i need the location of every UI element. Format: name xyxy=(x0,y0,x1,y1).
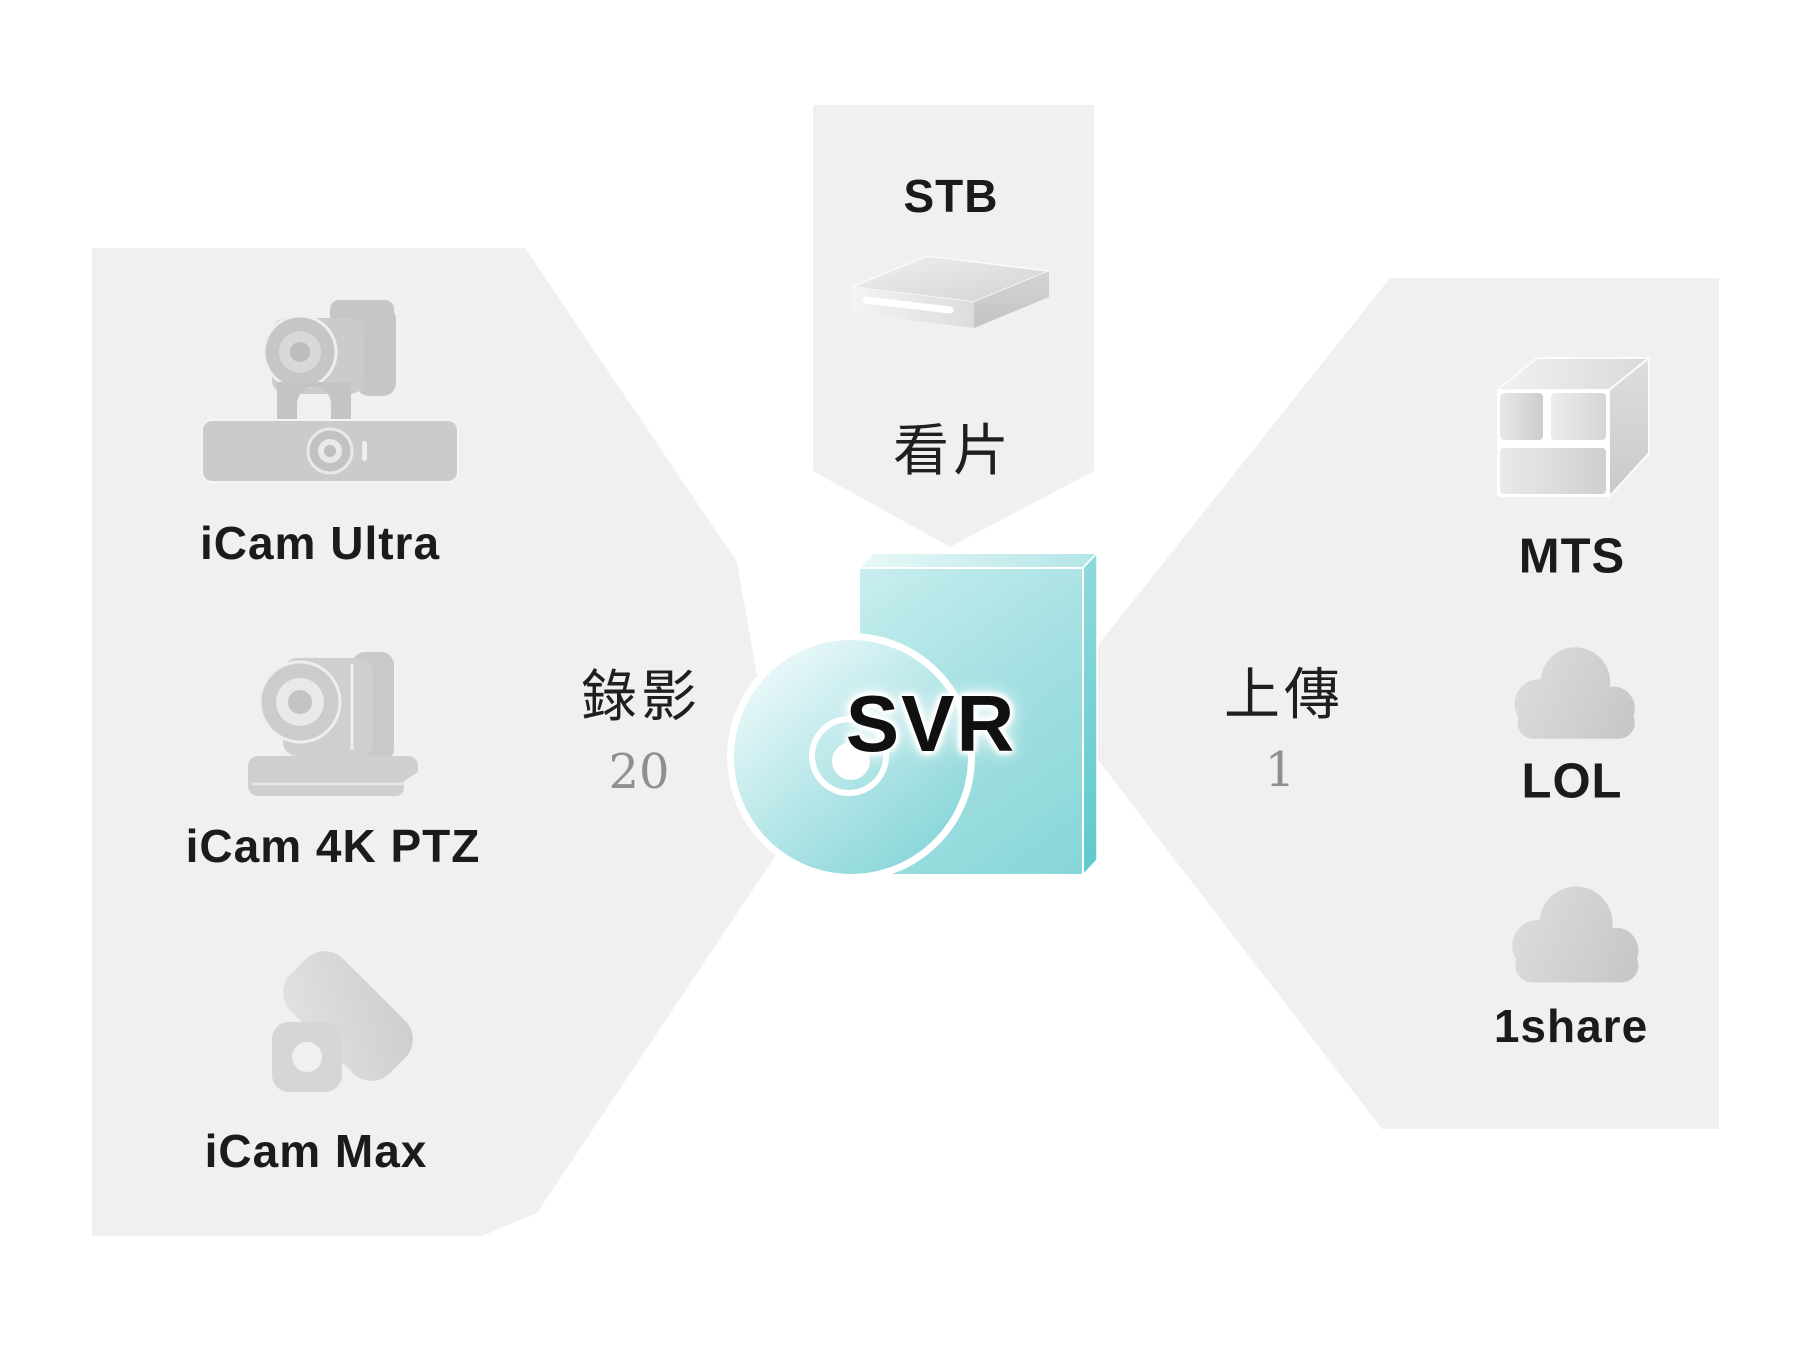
svr-server-label: SVR xyxy=(845,679,1017,768)
icam-ultra-label: iCam Ultra xyxy=(199,517,441,569)
icam-4k-ptz-label: iCam 4K PTZ xyxy=(185,820,481,872)
icam-max-icon xyxy=(272,951,413,1092)
cameras-panel-shape xyxy=(92,248,786,1236)
mts-label: MTS xyxy=(1518,529,1626,584)
icam-4k-ptz-icon xyxy=(248,652,418,796)
watch-action-label: 看片 xyxy=(893,419,1013,484)
icam-max-label: iCam Max xyxy=(204,1125,428,1177)
upload-flow-count: 1 xyxy=(1264,742,1296,798)
lol-cloud-icon xyxy=(1514,647,1635,739)
stb-label: STB xyxy=(903,170,999,222)
mts-icon xyxy=(1494,355,1652,500)
stb-icon xyxy=(849,255,1052,328)
stb-panel-shape xyxy=(813,105,1094,547)
icam-ultra-icon xyxy=(201,300,459,483)
oneshare-label: 1share xyxy=(1493,1000,1649,1052)
record-flow-count: 20 xyxy=(608,744,670,800)
lol-label: LOL xyxy=(1521,754,1623,809)
oneshare-cloud-icon xyxy=(1512,886,1639,983)
upload-flow-label: 上傳 xyxy=(1224,663,1344,728)
record-flow-label: 錄影 xyxy=(581,665,701,730)
svr-disc-icon xyxy=(727,633,975,881)
